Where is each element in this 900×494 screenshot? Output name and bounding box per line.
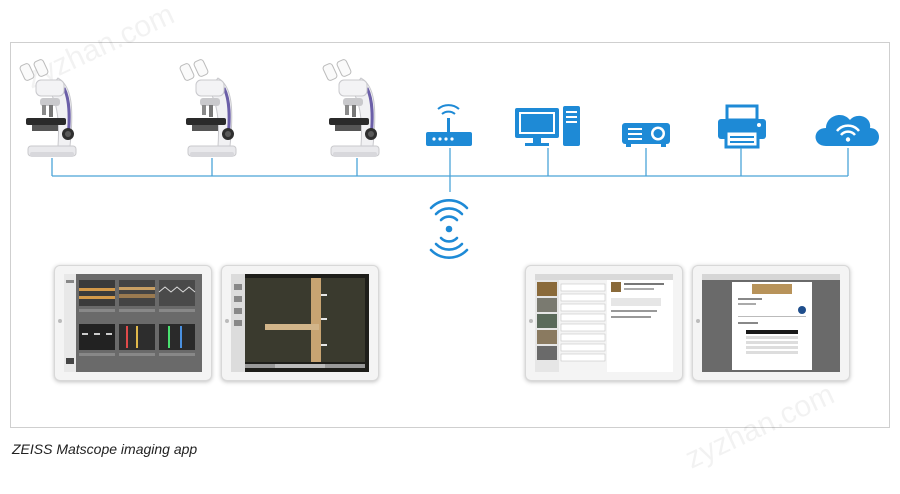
tablet-screen: [231, 274, 369, 372]
tablet-screen: [64, 274, 202, 372]
document-report-icon: [702, 274, 840, 372]
tablet-document-report: [692, 265, 850, 381]
tablet-screen: [535, 274, 673, 372]
home-button: [225, 319, 229, 323]
network-lines: [51, 148, 849, 192]
live-image-icon: [231, 274, 369, 372]
tablet-list-report: [525, 265, 683, 381]
printer-icon: [718, 104, 766, 149]
thumbnail-grid-icon: [64, 274, 202, 372]
projector-icon: [622, 123, 670, 147]
microscope-icon: [17, 57, 78, 159]
home-button: [529, 319, 533, 323]
wifi-signal-icon: [429, 199, 469, 259]
home-button: [58, 319, 62, 323]
list-report-icon: [535, 274, 673, 372]
tablet-screen: [702, 274, 840, 372]
router-icon: [426, 104, 472, 146]
tablet-live-image: [221, 265, 379, 381]
home-button: [696, 319, 700, 323]
tablet-thumbnail-grid: [54, 265, 212, 381]
cloud-wifi-icon: [815, 114, 879, 146]
microscope-icon: [177, 57, 238, 159]
computer-icon: [515, 106, 580, 146]
figure-caption: ZEISS Matscope imaging app: [12, 441, 198, 457]
microscope-icon: [320, 57, 381, 159]
